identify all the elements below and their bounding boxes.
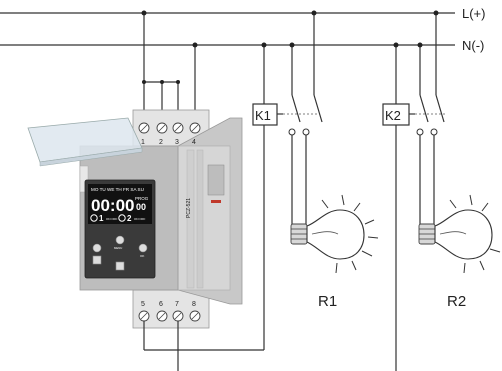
junction-dot (141, 10, 147, 16)
channel2-clock-icon (118, 214, 126, 222)
weekday-row: MO TU WE TH FR SA SU (91, 187, 144, 192)
device-side-label: PCZ-521 (186, 198, 192, 218)
junction-dot (311, 10, 317, 16)
junction-dot (433, 10, 439, 16)
channel2-state: ON OFF (134, 217, 145, 221)
clock-display: 00:00 (91, 196, 134, 215)
terminal-number: 1 (141, 139, 145, 146)
output-wires (143, 125, 265, 371)
timer-device: PCZ-521 MO TU WE TH FR SA SU 00:00 PROG … (27, 109, 243, 329)
terminal-number: 6 (159, 301, 163, 308)
neutral-line-label: N(-) (462, 38, 484, 53)
relay-icon-box (207, 164, 225, 196)
terminal-number: 5 (141, 301, 145, 308)
relay-k2-label: K2 (385, 108, 401, 123)
lcd-screen (88, 184, 152, 224)
ok-button[interactable] (138, 243, 148, 253)
terminal-number: 3 (175, 139, 179, 146)
lamp-r1: R1 (290, 194, 379, 310)
junction-dot (160, 80, 164, 84)
channel1-clock-icon (90, 214, 98, 222)
terminal-number: 7 (175, 301, 179, 308)
junction-dot (289, 42, 295, 48)
prog-value: 00 (136, 202, 146, 212)
bottom-terminal-block (132, 289, 210, 329)
contact-terminal (416, 128, 424, 136)
lamp-r2-bulb (434, 209, 493, 260)
button-left[interactable] (92, 243, 102, 253)
button-lower-left[interactable] (92, 255, 102, 265)
terminal-number: 8 (192, 301, 196, 308)
contact-terminal (430, 128, 438, 136)
bottom-terminal-screws: 5 6 7 8 (138, 301, 201, 322)
lamp-r1-label: R1 (318, 293, 337, 310)
junction-dot (142, 80, 146, 84)
junction-dot (176, 80, 180, 84)
junction-dot (192, 42, 198, 48)
menu-button-label: MENU (114, 246, 122, 250)
lamp-r1-bulb (306, 209, 365, 260)
button-lower-middle[interactable] (115, 261, 125, 271)
lamp-r2-label: R2 (447, 293, 466, 310)
contact-terminal (288, 128, 296, 136)
supply-lines: L(+) N(-) (0, 6, 485, 53)
relay-k1-label: K1 (255, 108, 271, 123)
terminal-number: 4 (192, 139, 196, 146)
relay-k1-circuit: K1 (252, 10, 323, 238)
channel1-state: ON OFF (106, 217, 117, 221)
top-terminal-screws: 1 2 3 4 (138, 122, 201, 146)
prog-label: PROG (135, 196, 149, 201)
junction-dot (261, 42, 267, 48)
relay-k2-circuit: K2 (382, 10, 445, 371)
terminal-number: 2 (159, 139, 163, 146)
junction-dot (393, 42, 399, 48)
junction-dot (417, 42, 423, 48)
device-supply-wires (141, 10, 198, 122)
channel1-number: 1 (99, 214, 104, 223)
contact-terminal (302, 128, 310, 136)
channel2-number: 2 (127, 214, 132, 223)
lamp-r2: R2 (418, 194, 501, 310)
ok-button-label: OK (140, 254, 144, 258)
live-line-label: L(+) (462, 6, 485, 21)
menu-button[interactable] (115, 235, 125, 245)
